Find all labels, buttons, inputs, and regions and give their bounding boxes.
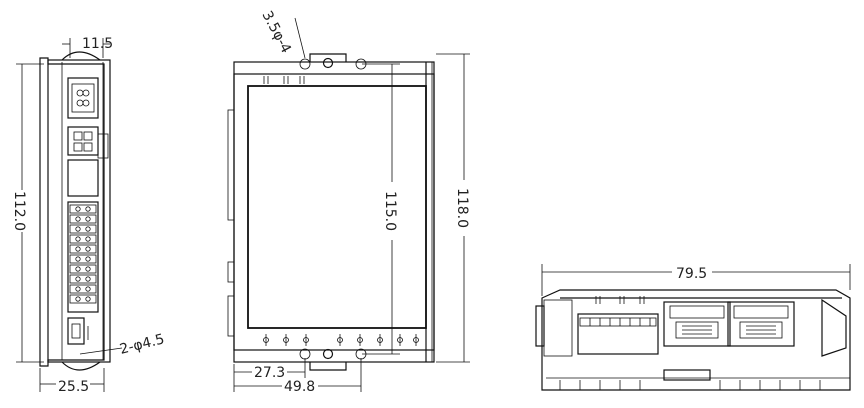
side-width-bottom-label: 25.5 (58, 379, 89, 395)
bottom-view: 79.5 (535, 264, 851, 391)
side-view: 11.5 112.0 (11, 36, 166, 395)
side-width-top-label: 11.5 (82, 36, 113, 52)
side-height-label: 112.0 (11, 191, 27, 231)
front-view: 3.5φ-4 115.0 118.0 27.3 49.8 (227, 8, 470, 395)
front-offset-left-label: 27.3 (254, 365, 285, 381)
rj45-port-1 (663, 301, 731, 347)
bottom-vents (263, 334, 419, 346)
bottom-width-label: 79.5 (676, 266, 707, 282)
front-offset-right-label: 49.8 (284, 379, 315, 395)
side-hole-note: 2-φ4.5 (118, 331, 166, 358)
front-hole-note: 3.5φ-4 (258, 8, 294, 56)
front-outer-height-label: 118.0 (454, 188, 470, 228)
bottom-ribs (559, 380, 821, 390)
rj45-port-2 (727, 301, 795, 347)
top-vents (263, 76, 305, 84)
terminal-pins (69, 204, 97, 304)
front-inner-height-label: 115.0 (382, 191, 398, 231)
